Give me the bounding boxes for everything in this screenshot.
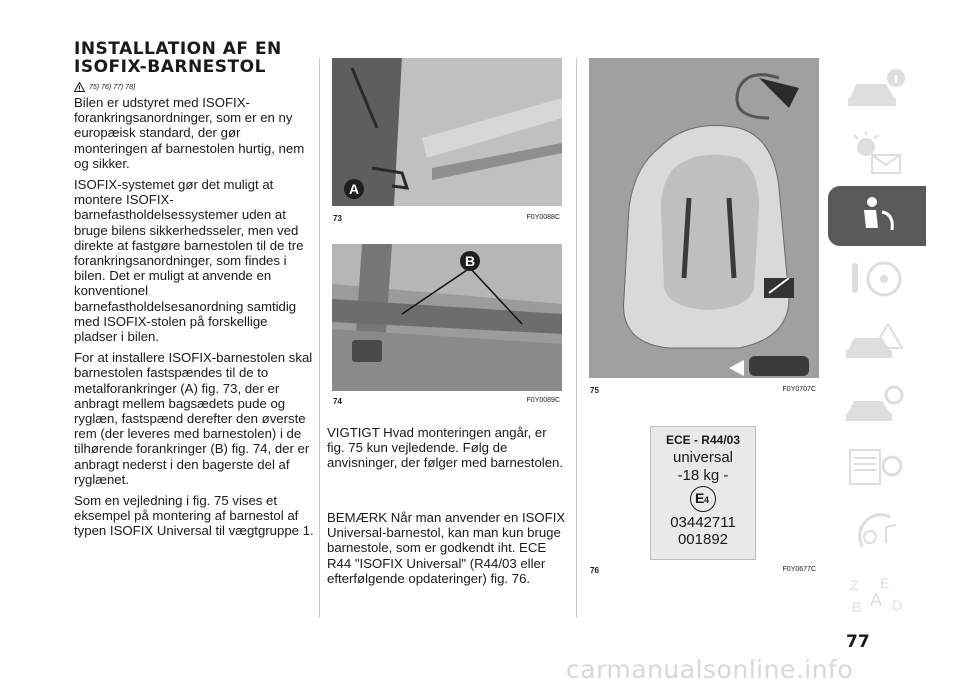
- tab-starting-driving[interactable]: [828, 249, 926, 309]
- figure-75-code: F0Y0707C: [782, 386, 816, 393]
- tab-safety[interactable]: [828, 186, 926, 246]
- title-line-1: INSTALLATION AF EN: [74, 39, 282, 59]
- page-number: 77: [846, 632, 870, 652]
- isofix-anchor-illustration: A: [332, 58, 562, 206]
- column-left: INSTALLATION AF EN ISOFIX-BARNESTOL 75) …: [74, 40, 314, 545]
- figure-74-image: B: [332, 244, 562, 391]
- marker-b: B: [465, 253, 475, 269]
- car-info-icon: [848, 69, 905, 106]
- tab-maintenance[interactable]: [828, 375, 926, 435]
- paragraph: Som en vejledning i fig. 75 vises et eks…: [74, 493, 314, 539]
- tab-emergency[interactable]: [828, 312, 926, 372]
- ece-weight-range: -18 kg -: [677, 467, 729, 484]
- marker-a: A: [349, 181, 359, 197]
- warning-triangle-icon: [74, 82, 85, 92]
- figure-73-image: A: [332, 58, 562, 206]
- important-note: VIGTIGT Hvad monteringen angår, er fig. …: [327, 425, 564, 471]
- page-title: INSTALLATION AF EN ISOFIX-BARNESTOL: [74, 40, 314, 76]
- child-seat-illustration: [589, 58, 819, 378]
- figure-76-number: 76: [590, 566, 599, 575]
- figure-76-code: F0Y0677C: [782, 566, 816, 573]
- svg-text:D: D: [892, 597, 902, 613]
- paragraph: For at installere ISOFIX-barnestolen ska…: [74, 350, 313, 487]
- warning-ref-text: 75) 76) 77) 78): [89, 83, 136, 91]
- figure-74-number: 74: [333, 397, 342, 406]
- technical-data-icon: [849, 449, 903, 485]
- svg-text:B: B: [852, 599, 861, 615]
- figure-75-image: [589, 58, 819, 378]
- svg-text:Z: Z: [850, 577, 859, 593]
- figure-73-number: 73: [333, 214, 342, 223]
- figure-75-number: 75: [590, 386, 599, 395]
- remark-note: BEMÆRK Når man anvender en ISOFIX Univer…: [327, 510, 566, 586]
- multimedia-icon: [858, 513, 897, 548]
- emergency-car-icon: [846, 322, 904, 358]
- ece-regulation: ECE - R44/03: [665, 433, 741, 447]
- figure-73-code: F0Y0088C: [526, 214, 560, 221]
- top-tether-illustration: B: [332, 244, 562, 391]
- watermark: carmanualsonline.info: [566, 655, 854, 684]
- tab-car-info[interactable]: [828, 60, 926, 120]
- ece-universal: universal: [672, 449, 734, 466]
- paragraph: ISOFIX-systemet gør det muligt at monter…: [74, 177, 304, 345]
- safety-airbag-icon: [864, 197, 894, 231]
- tab-technical-data[interactable]: [828, 438, 926, 498]
- title-line-2: ISOFIX-BARNESTOL: [74, 57, 266, 77]
- ece-approval-number: 03442711: [670, 514, 736, 531]
- tab-dashboard[interactable]: [828, 123, 926, 183]
- svg-text:A: A: [870, 590, 882, 610]
- figure-74-code: F0Y0089C: [526, 397, 560, 404]
- maintenance-car-icon: [846, 385, 904, 421]
- column-divider: [319, 58, 320, 618]
- paragraph: Bilen er udstyret med ISOFIX-forankrings…: [74, 95, 305, 171]
- dashboard-lights-icon: [853, 131, 901, 174]
- tab-multimedia[interactable]: [828, 501, 926, 561]
- warning-references: 75) 76) 77) 78): [74, 82, 314, 92]
- ece-production-number: 001892: [677, 531, 729, 548]
- steering-key-icon: [852, 261, 902, 297]
- column-divider: [576, 58, 577, 618]
- svg-text:E: E: [880, 575, 889, 591]
